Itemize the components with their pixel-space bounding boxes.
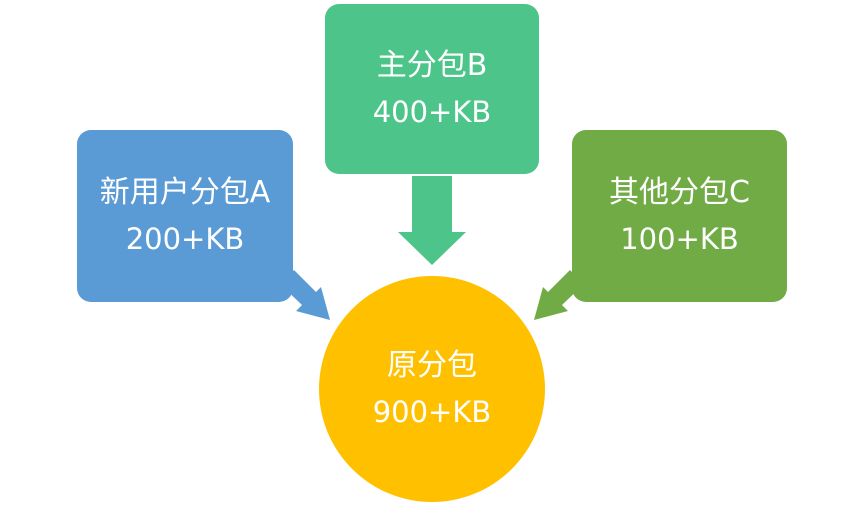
node-original-package: 原分包 900+KB xyxy=(319,276,545,502)
arrow-other-to-original xyxy=(534,270,584,320)
node-title: 主分包B xyxy=(376,48,488,83)
arrow-main-to-original xyxy=(398,176,466,265)
node-main-package-b: 主分包B 400+KB xyxy=(325,4,539,174)
node-size: 100+KB xyxy=(620,222,739,256)
node-size: 200+KB xyxy=(125,222,245,256)
node-size: 400+KB xyxy=(372,95,492,129)
node-new-user-package-a: 新用户分包A 200+KB xyxy=(77,130,293,302)
node-title: 新用户分包A xyxy=(99,175,271,210)
node-other-package-c: 其他分包C 100+KB xyxy=(572,130,787,302)
node-title: 其他分包C xyxy=(609,175,750,210)
node-size: 900+KB xyxy=(372,395,492,429)
node-title: 原分包 xyxy=(387,348,477,383)
